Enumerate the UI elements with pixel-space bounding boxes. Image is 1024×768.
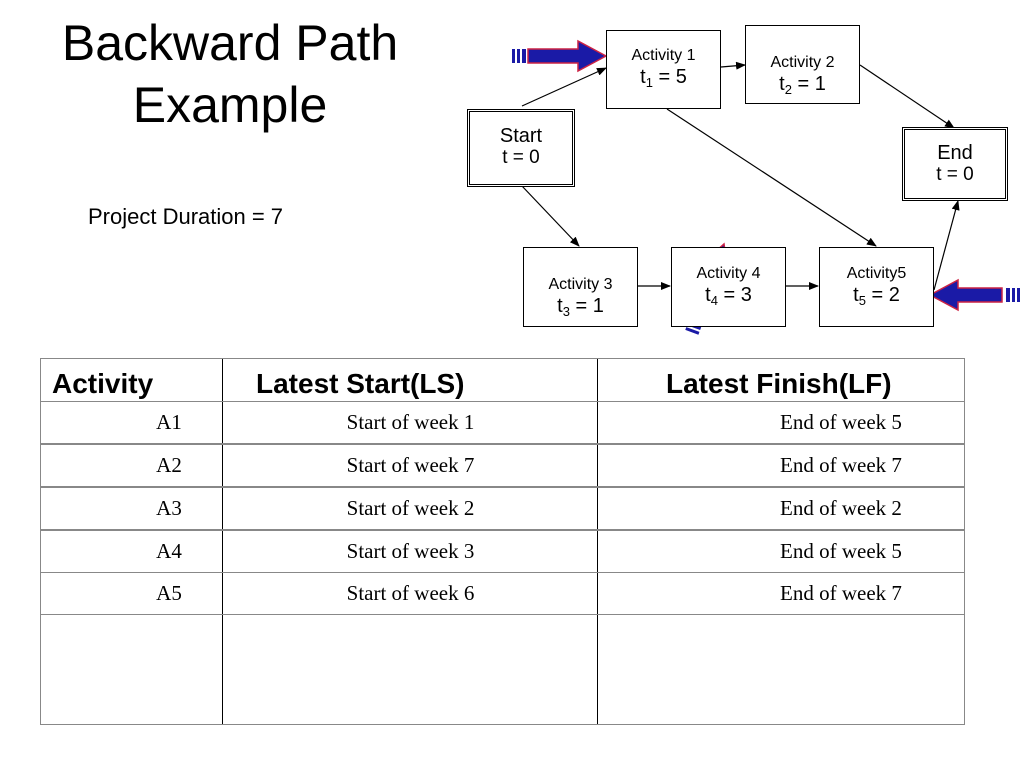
table-cell: End of week 7 <box>780 581 902 605</box>
node-duration-part: t <box>853 284 859 306</box>
node-duration-part: 1 <box>645 75 653 90</box>
node-duration-part: = 2 <box>865 284 900 306</box>
table-cell: Start of week 1 <box>346 410 475 434</box>
node-duration-part: t <box>640 66 646 88</box>
table-cell: Start of week 7 <box>346 453 475 477</box>
node-duration-part: 3 <box>562 304 570 319</box>
table-cell: A5 <box>156 581 182 605</box>
slide-title: Backward Path Example <box>30 12 430 136</box>
table-cell: Start of week 2 <box>346 496 475 520</box>
edge-a5-end <box>933 200 960 291</box>
node-duration-part: = 5 <box>652 66 687 88</box>
table-row: A4 Start of week 3 End of week 5 <box>40 530 965 573</box>
table-cell: A1 <box>156 410 182 434</box>
edge-start-a1 <box>521 67 607 107</box>
highlight-arrow-icon <box>512 39 608 73</box>
table-cell: End of week 5 <box>780 410 902 434</box>
node-activity-2: Activity 2 t2 = 1 <box>745 25 860 104</box>
node-duration: t3 = 1 <box>524 294 637 318</box>
node-duration: End <box>937 142 973 164</box>
table-cell: A4 <box>156 539 182 563</box>
node-activity-4: Activity 4 t4 = 3 <box>671 247 786 327</box>
node-activity-1: Activity 1 t1 = 5 <box>606 30 721 109</box>
node-duration: t1 = 5 <box>607 65 720 89</box>
node-duration-part: t <box>779 73 785 95</box>
header-activity: Activity <box>52 368 154 399</box>
node-duration-part: 2 <box>784 82 792 97</box>
node-duration-part: 5 <box>858 293 866 308</box>
node-activity-3: Activity 3 t3 = 1 <box>523 247 638 327</box>
title-line-2: Example <box>132 77 328 133</box>
node-duration-part: = 3 <box>717 284 752 306</box>
table-cell: End of week 7 <box>780 453 902 477</box>
node-duration-part: = 1 <box>791 73 826 95</box>
node-duration: t2 = 1 <box>746 72 859 96</box>
table-cell: A3 <box>156 496 182 520</box>
node-duration-part: t <box>557 295 563 317</box>
table-cell: End of week 2 <box>780 496 902 520</box>
table-row: A3 Start of week 2 End of week 2 <box>40 487 965 530</box>
edge-a1-a5 <box>666 108 877 247</box>
table-cell: A2 <box>156 453 182 477</box>
node-duration: Start <box>499 125 543 147</box>
node-duration: t4 = 3 <box>672 283 785 307</box>
table-cell: Start of week 6 <box>346 581 475 605</box>
table-cell: Start of week 3 <box>346 539 475 563</box>
project-duration: Project Duration = 7 <box>88 204 284 229</box>
node-duration: t5 = 2 <box>820 283 933 307</box>
node-end: End t = 0 <box>902 127 1008 201</box>
edge-a1-a2 <box>720 61 746 70</box>
node-duration-part: t <box>705 284 711 306</box>
header-latest-finish: Latest Finish(LF) <box>666 368 892 399</box>
table-row: A1 Start of week 1 End of week 5 <box>40 401 965 444</box>
node-activity-5: Activity5 t5 = 2 <box>819 247 934 327</box>
highlight-arrow-icon <box>928 278 1020 312</box>
edge-a2-end <box>859 64 955 129</box>
edge-start-a3 <box>521 185 580 247</box>
table-row: A2 Start of week 7 End of week 7 <box>40 444 965 487</box>
table-cell: End of week 5 <box>780 539 902 563</box>
title-line-1: Backward Path <box>61 15 399 71</box>
node-start: Start t = 0 <box>467 109 575 187</box>
table-row: A5 Start of week 6 End of week 7 <box>40 572 965 615</box>
node-duration-part: 4 <box>710 293 718 308</box>
node-duration-part: = 1 <box>569 295 604 317</box>
header-latest-start: Latest Start(LS) <box>256 368 465 399</box>
